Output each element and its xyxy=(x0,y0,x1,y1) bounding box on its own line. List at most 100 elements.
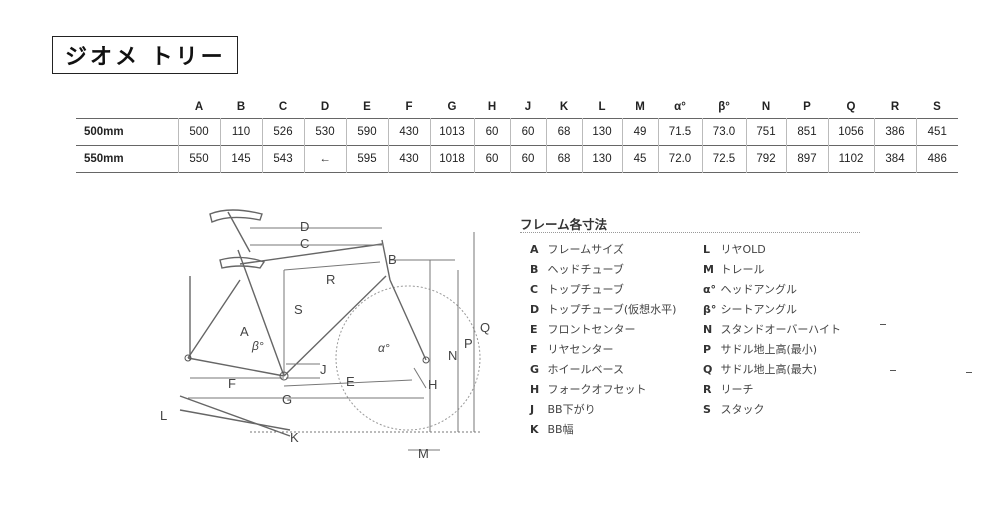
legend-item: P サドル地上高(最小) xyxy=(703,340,841,360)
legend-key: L xyxy=(703,243,711,256)
legend-left-column: A フレームサイズ B ヘッドチューブ C トップチューブ D トップチューブ(… xyxy=(530,240,676,440)
row-label: 550mm xyxy=(84,153,124,165)
legend-item: N スタンドオーバーハイト xyxy=(703,320,841,340)
legend-text: BB下がり xyxy=(547,403,596,416)
legend-text: スタンドオーバーハイト xyxy=(720,323,841,336)
table-cell: 386 xyxy=(873,118,916,146)
legend-item: J BB下がり xyxy=(530,400,676,420)
geometry-table-header: A B C D E F G H J K L M α° β° N P Q R S xyxy=(76,96,958,119)
table-cell: 49 xyxy=(621,118,658,146)
decorative-mark xyxy=(890,370,896,371)
legend-item: K BB幅 xyxy=(530,420,676,440)
table-row: 550mm 550 145 543 ← 595 430 1018 60 60 6… xyxy=(76,145,958,173)
table-cell: 1056 xyxy=(827,118,874,146)
legend-item: β° シートアングル xyxy=(703,300,841,320)
legend-key: α° xyxy=(703,283,717,296)
legend-text: ヘッドアングル xyxy=(720,283,798,296)
legend-divider xyxy=(520,232,860,233)
legend-key: D xyxy=(530,303,540,316)
label-h: H xyxy=(428,377,437,392)
table-cell: 384 xyxy=(873,145,916,173)
legend-text: リーチ xyxy=(720,383,754,396)
table-cell: 68 xyxy=(545,118,582,146)
row-label: 500mm xyxy=(84,126,124,138)
legend-item: D トップチューブ(仮想水平) xyxy=(530,300,676,320)
legend-key: A xyxy=(530,243,539,256)
table-cell: ← xyxy=(303,145,346,173)
header-cell: A xyxy=(194,101,204,113)
table-cell: 550 xyxy=(177,145,220,173)
legend-item: A フレームサイズ xyxy=(530,240,676,260)
legend-item: E フロントセンター xyxy=(530,320,676,340)
header-cell xyxy=(76,96,178,119)
legend-item: R リーチ xyxy=(703,380,841,400)
table-cell: 526 xyxy=(261,118,304,146)
legend-text: トップチューブ(仮想水平) xyxy=(547,303,677,316)
table-cell: 430 xyxy=(387,145,430,173)
bottom-bracket xyxy=(279,371,289,381)
legend-item: B ヘッドチューブ xyxy=(530,260,676,280)
legend-key: K xyxy=(530,423,539,436)
legend-key: H xyxy=(530,383,540,396)
legend-key: J xyxy=(530,403,535,416)
table-cell: 430 xyxy=(387,118,430,146)
label-m: M xyxy=(418,446,429,461)
legend-item: Q サドル地上高(最大) xyxy=(703,360,841,380)
legend-key: C xyxy=(530,283,539,296)
table-cell: 68 xyxy=(545,145,582,173)
label-a: A xyxy=(240,324,249,339)
legend-key: P xyxy=(703,343,712,356)
legend-item: M トレール xyxy=(703,260,841,280)
label-f: F xyxy=(228,376,236,391)
label-n: N xyxy=(448,348,457,363)
legend-key: S xyxy=(703,403,711,416)
header-cell: B xyxy=(236,101,246,113)
legend-item: F リヤセンター xyxy=(530,340,676,360)
legend-item: α° ヘッドアングル xyxy=(703,280,841,300)
legend-key: N xyxy=(703,323,713,336)
legend-text: フォークオフセット xyxy=(547,383,647,396)
table-cell: 851 xyxy=(785,118,828,146)
table-cell: 451 xyxy=(915,118,958,146)
table-cell: 543 xyxy=(261,145,304,173)
table-cell: 73.0 xyxy=(701,118,746,146)
front-wheel xyxy=(335,285,481,431)
legend-text: リヤセンター xyxy=(547,343,614,356)
label-alpha: α° xyxy=(378,341,390,355)
table-cell: 486 xyxy=(915,145,958,173)
table-cell: 500 xyxy=(177,118,220,146)
header-cell: F xyxy=(405,101,413,113)
header-cell: S xyxy=(933,101,941,113)
header-cell: L xyxy=(598,101,606,113)
label-s: S xyxy=(294,302,303,317)
table-cell: 60 xyxy=(509,145,546,173)
label-j: J xyxy=(320,362,327,377)
geometry-table: A B C D E F G H J K L M α° β° N P Q R S … xyxy=(76,96,958,173)
header-cell: α° xyxy=(674,101,686,113)
legend-text: シートアングル xyxy=(720,303,798,316)
header-cell: P xyxy=(803,101,811,113)
bike-geometry-diagram: D C B R S A β° α° N P Q J F E H G L K M xyxy=(160,209,490,461)
legend-text: トレール xyxy=(720,263,765,276)
legend-key: G xyxy=(530,363,540,376)
decorative-mark xyxy=(880,324,886,325)
legend-key: E xyxy=(530,323,538,336)
rear-axle xyxy=(184,354,192,362)
legend-item: G ホイールベース xyxy=(530,360,676,380)
table-cell: 1013 xyxy=(429,118,474,146)
table-cell: 71.5 xyxy=(657,118,702,146)
label-beta: β° xyxy=(251,339,264,353)
table-cell: 72.0 xyxy=(657,145,702,173)
legend-text: フロントセンター xyxy=(547,323,636,336)
legend-key: R xyxy=(703,383,712,396)
legend-text: ホイールベース xyxy=(547,363,624,376)
legend-key: β° xyxy=(703,303,717,316)
table-cell: 1018 xyxy=(429,145,474,173)
table-cell: 130 xyxy=(581,118,622,146)
label-l: L xyxy=(160,408,167,423)
table-row: 500mm 500 110 526 530 590 430 1013 60 60… xyxy=(76,118,958,146)
header-cell: R xyxy=(890,101,900,113)
legend-item: S スタック xyxy=(703,400,841,420)
label-p: P xyxy=(464,336,473,351)
table-cell: 1102 xyxy=(827,145,874,173)
